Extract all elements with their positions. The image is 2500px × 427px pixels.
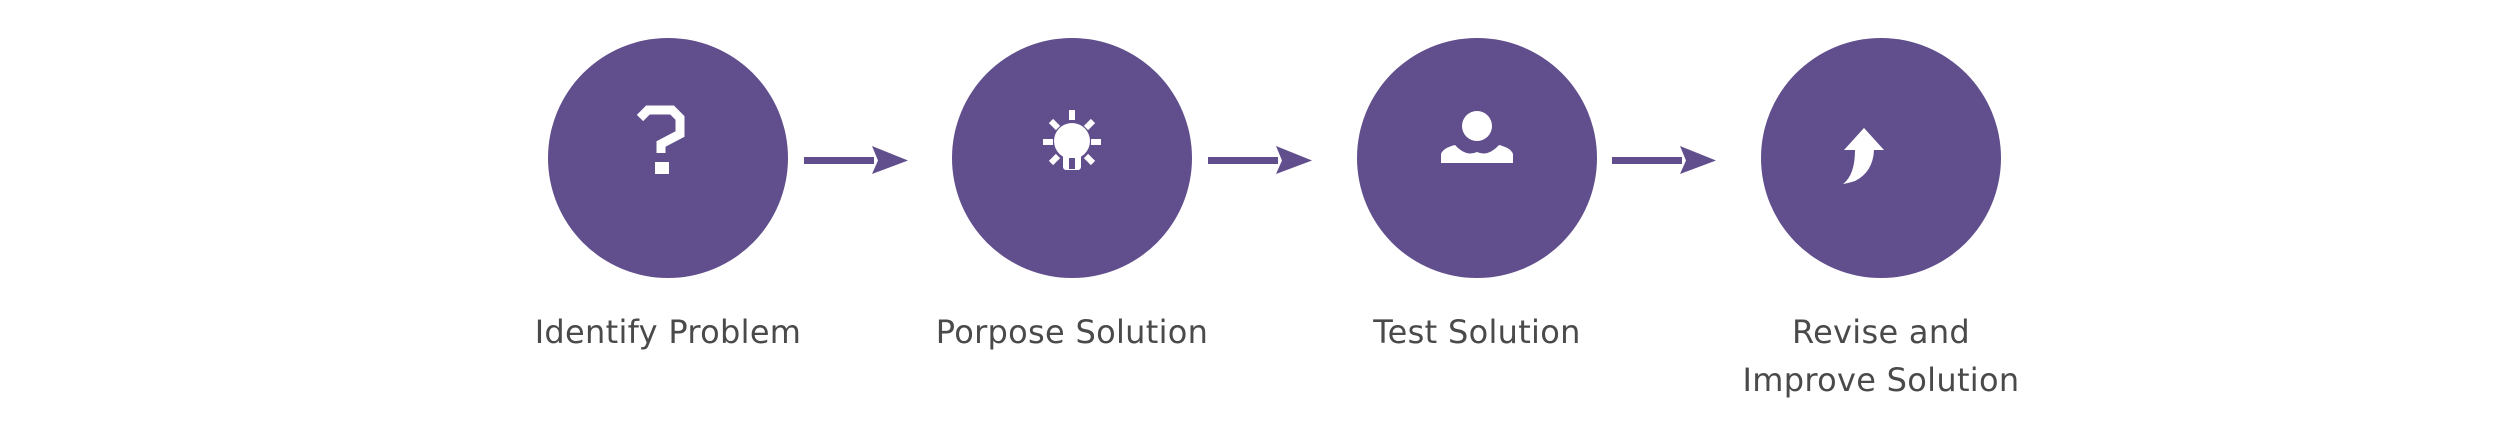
right-arrow-icon bbox=[804, 146, 908, 174]
step-identify-problem: Identify Problem bbox=[468, 0, 868, 427]
step-label: Test Solution bbox=[1277, 308, 1677, 356]
step-circle bbox=[548, 38, 788, 278]
step-label-line: Test Solution bbox=[1373, 313, 1581, 351]
connector-arrow-3 bbox=[1612, 143, 1722, 177]
step-label-line: Identify Problem bbox=[534, 313, 802, 351]
lightbulb-icon bbox=[1043, 110, 1101, 170]
step-revise-improve: Revise and Improve Solution bbox=[1681, 0, 2081, 427]
person-icon bbox=[1441, 111, 1513, 163]
right-arrow-icon bbox=[1612, 146, 1716, 174]
step-circle bbox=[1357, 38, 1597, 278]
connector-arrow-2 bbox=[1208, 143, 1318, 177]
question-mark-icon bbox=[636, 105, 685, 174]
right-arrow-icon bbox=[1208, 146, 1312, 174]
step-label: Revise and Improve Solution bbox=[1681, 308, 2081, 404]
step-label-line: Porpose Solution bbox=[935, 313, 1209, 351]
step-test-solution: Test Solution bbox=[1277, 0, 1677, 427]
connector-arrow-1 bbox=[804, 143, 914, 177]
step-label-line: Revise and bbox=[1791, 313, 1971, 351]
curved-arrow-up-icon bbox=[1843, 128, 1884, 184]
step-circle bbox=[952, 38, 1192, 278]
step-label: Identify Problem bbox=[468, 308, 868, 356]
step-label: Porpose Solution bbox=[872, 308, 1272, 356]
step-propose-solution: Porpose Solution bbox=[872, 0, 1272, 427]
step-label-line: Improve Solution bbox=[1742, 361, 2020, 399]
step-circle bbox=[1761, 38, 2001, 278]
